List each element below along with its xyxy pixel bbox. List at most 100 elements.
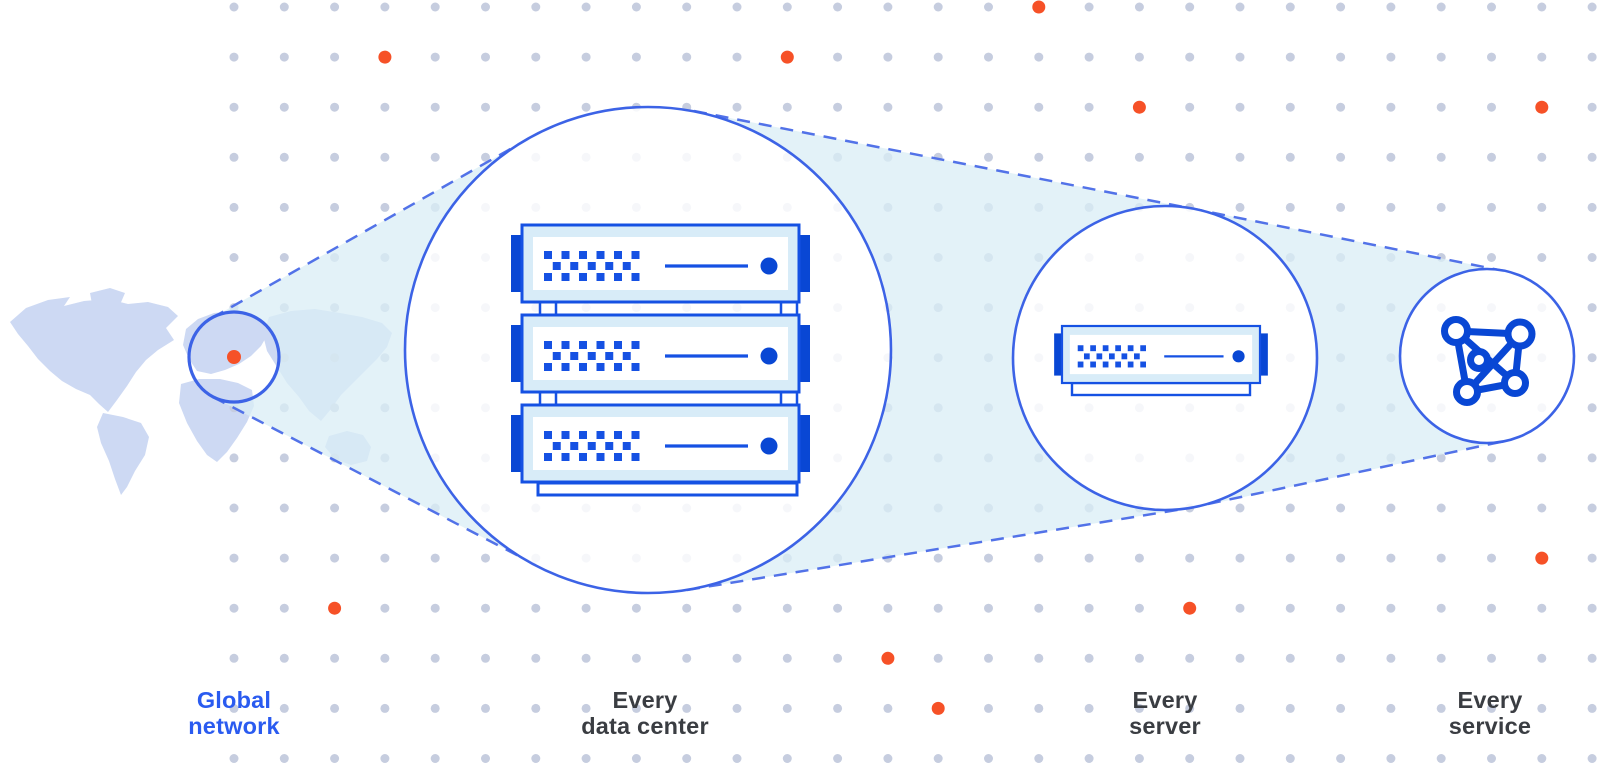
vent-dot	[596, 251, 605, 259]
mesh-node	[1501, 369, 1529, 397]
grid-dot	[531, 754, 541, 763]
grid-dot	[1285, 102, 1295, 112]
vent-dot	[605, 352, 614, 360]
vent-dot	[605, 442, 614, 450]
grid-dot	[631, 603, 641, 613]
grid-dot	[883, 2, 893, 12]
grid-dot	[330, 102, 340, 112]
grid-dot	[732, 754, 742, 763]
grid-dot	[682, 703, 692, 713]
grid-dot	[330, 553, 340, 563]
vent-dot	[552, 352, 561, 360]
grid-dot	[531, 653, 541, 663]
grid-dot	[1487, 253, 1496, 262]
vent-dot	[561, 431, 570, 439]
grid-dot	[1537, 152, 1547, 162]
label-line: network	[188, 713, 280, 739]
grid-dot	[330, 52, 340, 62]
grid-dot	[380, 754, 390, 763]
grid-dot	[1034, 102, 1044, 112]
grid-dot	[380, 102, 390, 112]
grid-dot	[1587, 403, 1597, 413]
vent-dot	[605, 262, 614, 270]
grid-dot	[380, 703, 390, 713]
orange-accent-dot	[881, 651, 895, 665]
vent-dot	[614, 341, 622, 349]
grid-dot	[1235, 152, 1245, 162]
grid-dot	[1134, 553, 1144, 563]
grid-dot	[984, 52, 993, 62]
grid-dot	[1587, 653, 1597, 663]
vent-dot	[570, 352, 579, 360]
grid-dot	[531, 102, 541, 112]
grid-dot	[1336, 102, 1346, 112]
vent-dot	[1090, 361, 1096, 368]
grid-dot	[1587, 253, 1597, 262]
vent-dot	[570, 262, 579, 270]
grid-dot	[682, 603, 692, 613]
grid-dot	[631, 2, 641, 12]
grid-dot	[481, 653, 490, 663]
grid-dot	[1285, 553, 1295, 563]
grid-dot	[1185, 553, 1195, 563]
grid-dot	[330, 2, 340, 12]
vent-dot	[622, 442, 631, 450]
grid-dot	[1235, 202, 1245, 212]
vent-dot	[1096, 353, 1103, 360]
network-mesh-icon	[1441, 316, 1536, 406]
vent-dot	[596, 453, 605, 461]
mesh-node	[1504, 318, 1536, 350]
label-line: Every	[1457, 687, 1523, 713]
grid-dot	[833, 703, 843, 713]
grid-dot	[1235, 2, 1245, 12]
grid-dot	[229, 754, 239, 763]
grid-dot	[1436, 754, 1446, 763]
grid-dot	[1336, 603, 1346, 613]
grid-dot	[1587, 52, 1597, 62]
label-line: Every	[612, 687, 678, 713]
grid-dot	[1386, 503, 1396, 513]
orange-accent-dot	[780, 50, 794, 64]
grid-dot	[229, 253, 239, 262]
grid-dot	[279, 754, 289, 763]
label-line: Global	[196, 687, 272, 713]
mesh-node	[1441, 316, 1471, 346]
grid-dot	[481, 102, 490, 112]
orange-accent-dot	[328, 601, 342, 615]
label-every-service: Every service	[1350, 687, 1620, 739]
grid-dot	[732, 603, 742, 613]
vent-dot	[579, 363, 587, 371]
orange-accent-dot	[378, 50, 392, 64]
grid-dot	[1587, 453, 1597, 463]
grid-dot	[531, 52, 541, 62]
vent-dot	[561, 363, 570, 371]
vent-dot	[631, 273, 640, 281]
grid-dot	[631, 754, 641, 763]
vent-dot	[631, 453, 640, 461]
grid-dot	[279, 653, 289, 663]
vent-dot	[622, 352, 631, 360]
grid-dot	[481, 52, 490, 62]
vent-dot	[561, 273, 570, 281]
grid-dot	[1487, 703, 1496, 713]
grid-dot	[682, 2, 692, 12]
grid-dot	[380, 202, 390, 212]
vent-dot	[579, 273, 587, 281]
vent-dot	[614, 273, 622, 281]
vent-dot	[544, 273, 552, 281]
grid-dot	[1587, 503, 1597, 513]
grid-dot	[1436, 202, 1446, 212]
grid-dot	[581, 102, 591, 112]
grid-dot	[1084, 2, 1094, 12]
grid-dot	[279, 553, 289, 563]
grid-dot	[1537, 202, 1547, 212]
grid-dot	[833, 754, 843, 763]
grid-dot	[1386, 553, 1396, 563]
grid-dot	[782, 102, 792, 112]
grid-dot	[1285, 503, 1295, 513]
grid-dot	[782, 703, 792, 713]
vent-dot	[579, 251, 587, 259]
vent-dot	[596, 431, 605, 439]
grid-dot	[1235, 52, 1245, 62]
grid-dot	[1537, 703, 1547, 713]
